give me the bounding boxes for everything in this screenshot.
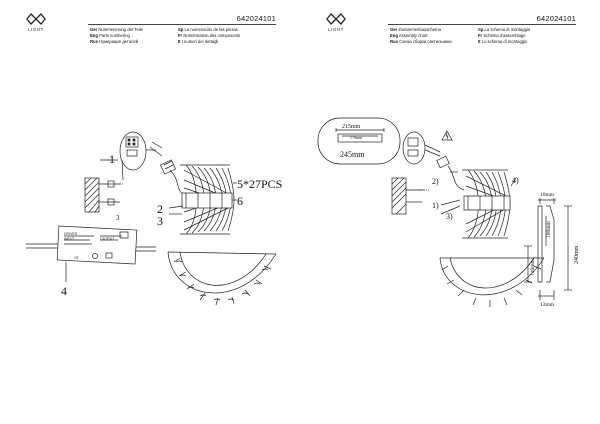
step-2: 2)	[432, 177, 439, 186]
warning-icon	[441, 130, 453, 141]
left-page: LIGHT 642024101 Ger Nummerierung der Tei…	[24, 12, 282, 306]
label-part-3b: 3	[157, 214, 163, 228]
step-1: 1)	[432, 201, 439, 210]
dim-height-main: 240mm	[574, 245, 580, 264]
driver-label-4: CE	[74, 256, 80, 260]
shade-arc-right	[439, 257, 545, 307]
label-part-3: 3	[116, 214, 120, 222]
dim-top-width: 215mm	[342, 124, 361, 130]
product-code: 642024101	[536, 14, 576, 23]
dim-depth-top: 10mm	[540, 192, 555, 198]
driver-label-3: OUTPUT	[100, 237, 115, 241]
assembly-drawing: 215mm 170mm 245mm 10mm 240mm 100mm 140mm…	[317, 117, 580, 308]
dim-top-inner: 170mm	[350, 135, 363, 140]
label-part-1: 1	[109, 152, 115, 166]
product-code: 642024101	[236, 14, 276, 23]
driver-label-2: INPUT	[64, 237, 75, 241]
logo-icon	[26, 13, 46, 25]
driver-label-1: DRIVER	[64, 232, 78, 236]
label-part-2: 2	[157, 202, 163, 216]
crystal-fan-assembled	[462, 169, 511, 239]
label-part-5: 5*27PCS	[237, 177, 282, 191]
parts-drawing: 1 3 2 3 5*27PCS 6 4 DRIVER INPUT OUTPUT …	[26, 131, 282, 306]
crystal-fan	[180, 164, 235, 235]
dim-height-inner: 100mm	[546, 220, 552, 238]
dim-depth-bottom: 13mm	[540, 302, 555, 308]
side-profile	[524, 198, 572, 300]
step-3: 3)	[446, 212, 453, 221]
header-rule	[388, 24, 576, 25]
logo-icon	[326, 13, 346, 25]
dim-height-lower: 140mm	[530, 258, 536, 276]
label-part-4: 4	[61, 284, 67, 298]
shade-arc	[167, 251, 277, 306]
step-4: 4)	[512, 176, 519, 185]
driver	[26, 225, 156, 282]
header-rule	[88, 24, 276, 25]
logo-text: LIGHT	[328, 27, 344, 32]
brand-logo-right: LIGHT	[324, 12, 348, 32]
logo-text: LIGHT	[28, 27, 44, 32]
brand-logo: LIGHT	[24, 12, 48, 32]
label-part-6: 6	[237, 194, 243, 208]
top-view-callout	[317, 117, 401, 165]
dim-width: 245mm	[340, 150, 365, 159]
